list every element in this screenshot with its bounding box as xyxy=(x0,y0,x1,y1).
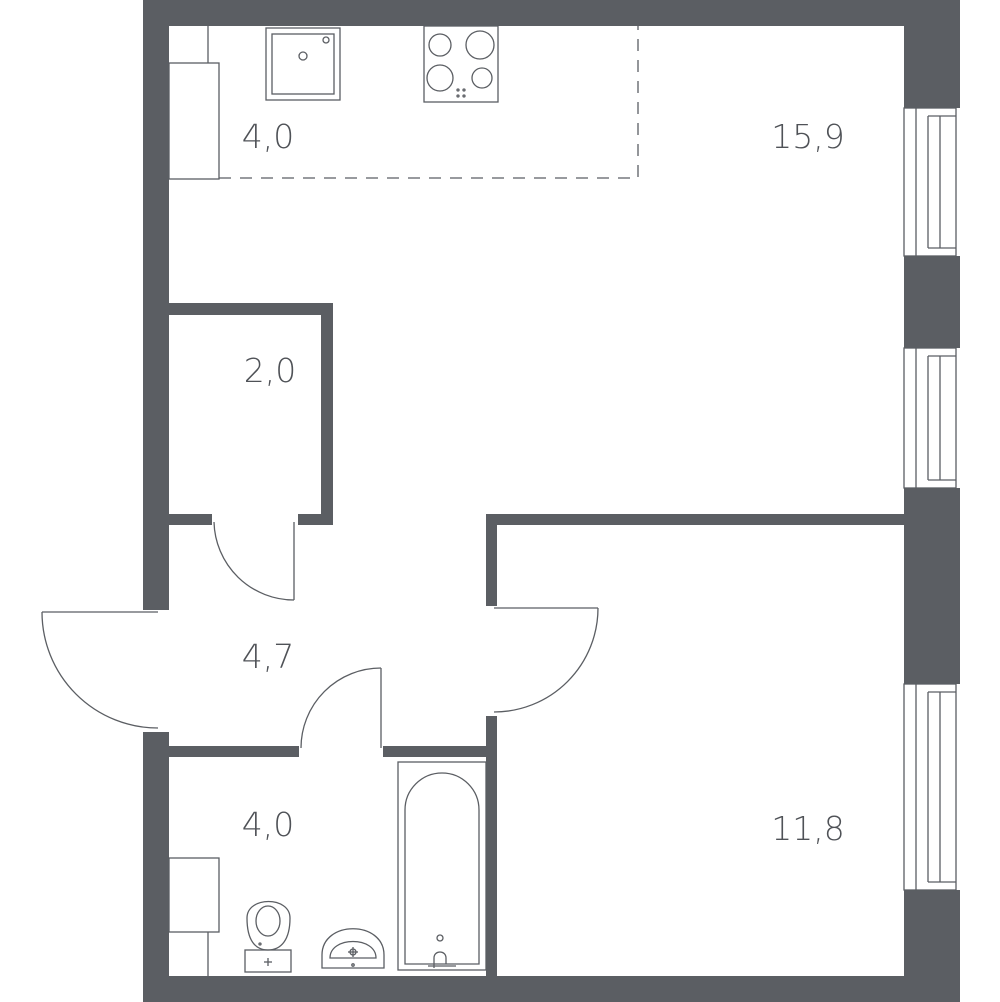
bedroom-wall-top xyxy=(486,514,904,525)
bath-wall-top-left xyxy=(169,746,299,757)
interior-walls xyxy=(169,303,904,978)
windows xyxy=(903,107,957,891)
stove-icon xyxy=(423,25,499,103)
toilet-icon xyxy=(244,900,292,973)
storage-wall-top xyxy=(169,303,333,315)
bathtub-icon xyxy=(397,761,487,971)
storage-door xyxy=(213,521,295,601)
bathroom-door xyxy=(300,667,382,749)
bedroom-door xyxy=(493,607,599,713)
room-area-hallway: 4,7 xyxy=(242,637,294,676)
wall-right-top xyxy=(904,0,960,108)
bath-cabinet xyxy=(168,857,220,933)
storage-wall-bottom-left xyxy=(169,514,212,525)
wall-bottom xyxy=(143,976,960,1002)
room-area-storage: 2,0 xyxy=(244,351,296,390)
kitchen-fixtures xyxy=(168,25,639,180)
doors xyxy=(41,521,599,749)
wall-left-upper xyxy=(143,0,169,610)
room-area-bathroom: 4,0 xyxy=(242,805,294,844)
window-3 xyxy=(903,683,957,891)
wall-right-pier-2 xyxy=(904,488,960,684)
room-area-bedroom: 11,8 xyxy=(771,809,844,848)
entrance-door xyxy=(41,611,159,729)
wall-left-lower xyxy=(143,732,169,1002)
wall-right-pier-1 xyxy=(904,256,960,348)
kitchen-cabinet xyxy=(168,62,220,180)
window-2 xyxy=(903,347,957,489)
storage-wall-right xyxy=(321,303,333,525)
sink-icon xyxy=(265,27,341,101)
window-1 xyxy=(903,107,957,257)
bedroom-wall-left-upper xyxy=(486,514,497,606)
room-area-living: 15,9 xyxy=(771,117,844,156)
room-labels: 4,0 15,9 2,0 4,7 4,0 11,8 xyxy=(242,117,845,848)
bathroom-fixtures xyxy=(168,761,487,976)
outer-walls xyxy=(143,0,960,1002)
room-area-kitchen: 4,0 xyxy=(242,117,294,156)
bedroom-wall-left-lower xyxy=(486,716,497,978)
storage-wall-bottom-right xyxy=(298,514,333,525)
washbasin-icon xyxy=(321,928,385,969)
wall-top xyxy=(143,0,960,26)
bath-wall-top-right xyxy=(383,746,497,757)
wall-right-bottom xyxy=(904,890,960,1002)
